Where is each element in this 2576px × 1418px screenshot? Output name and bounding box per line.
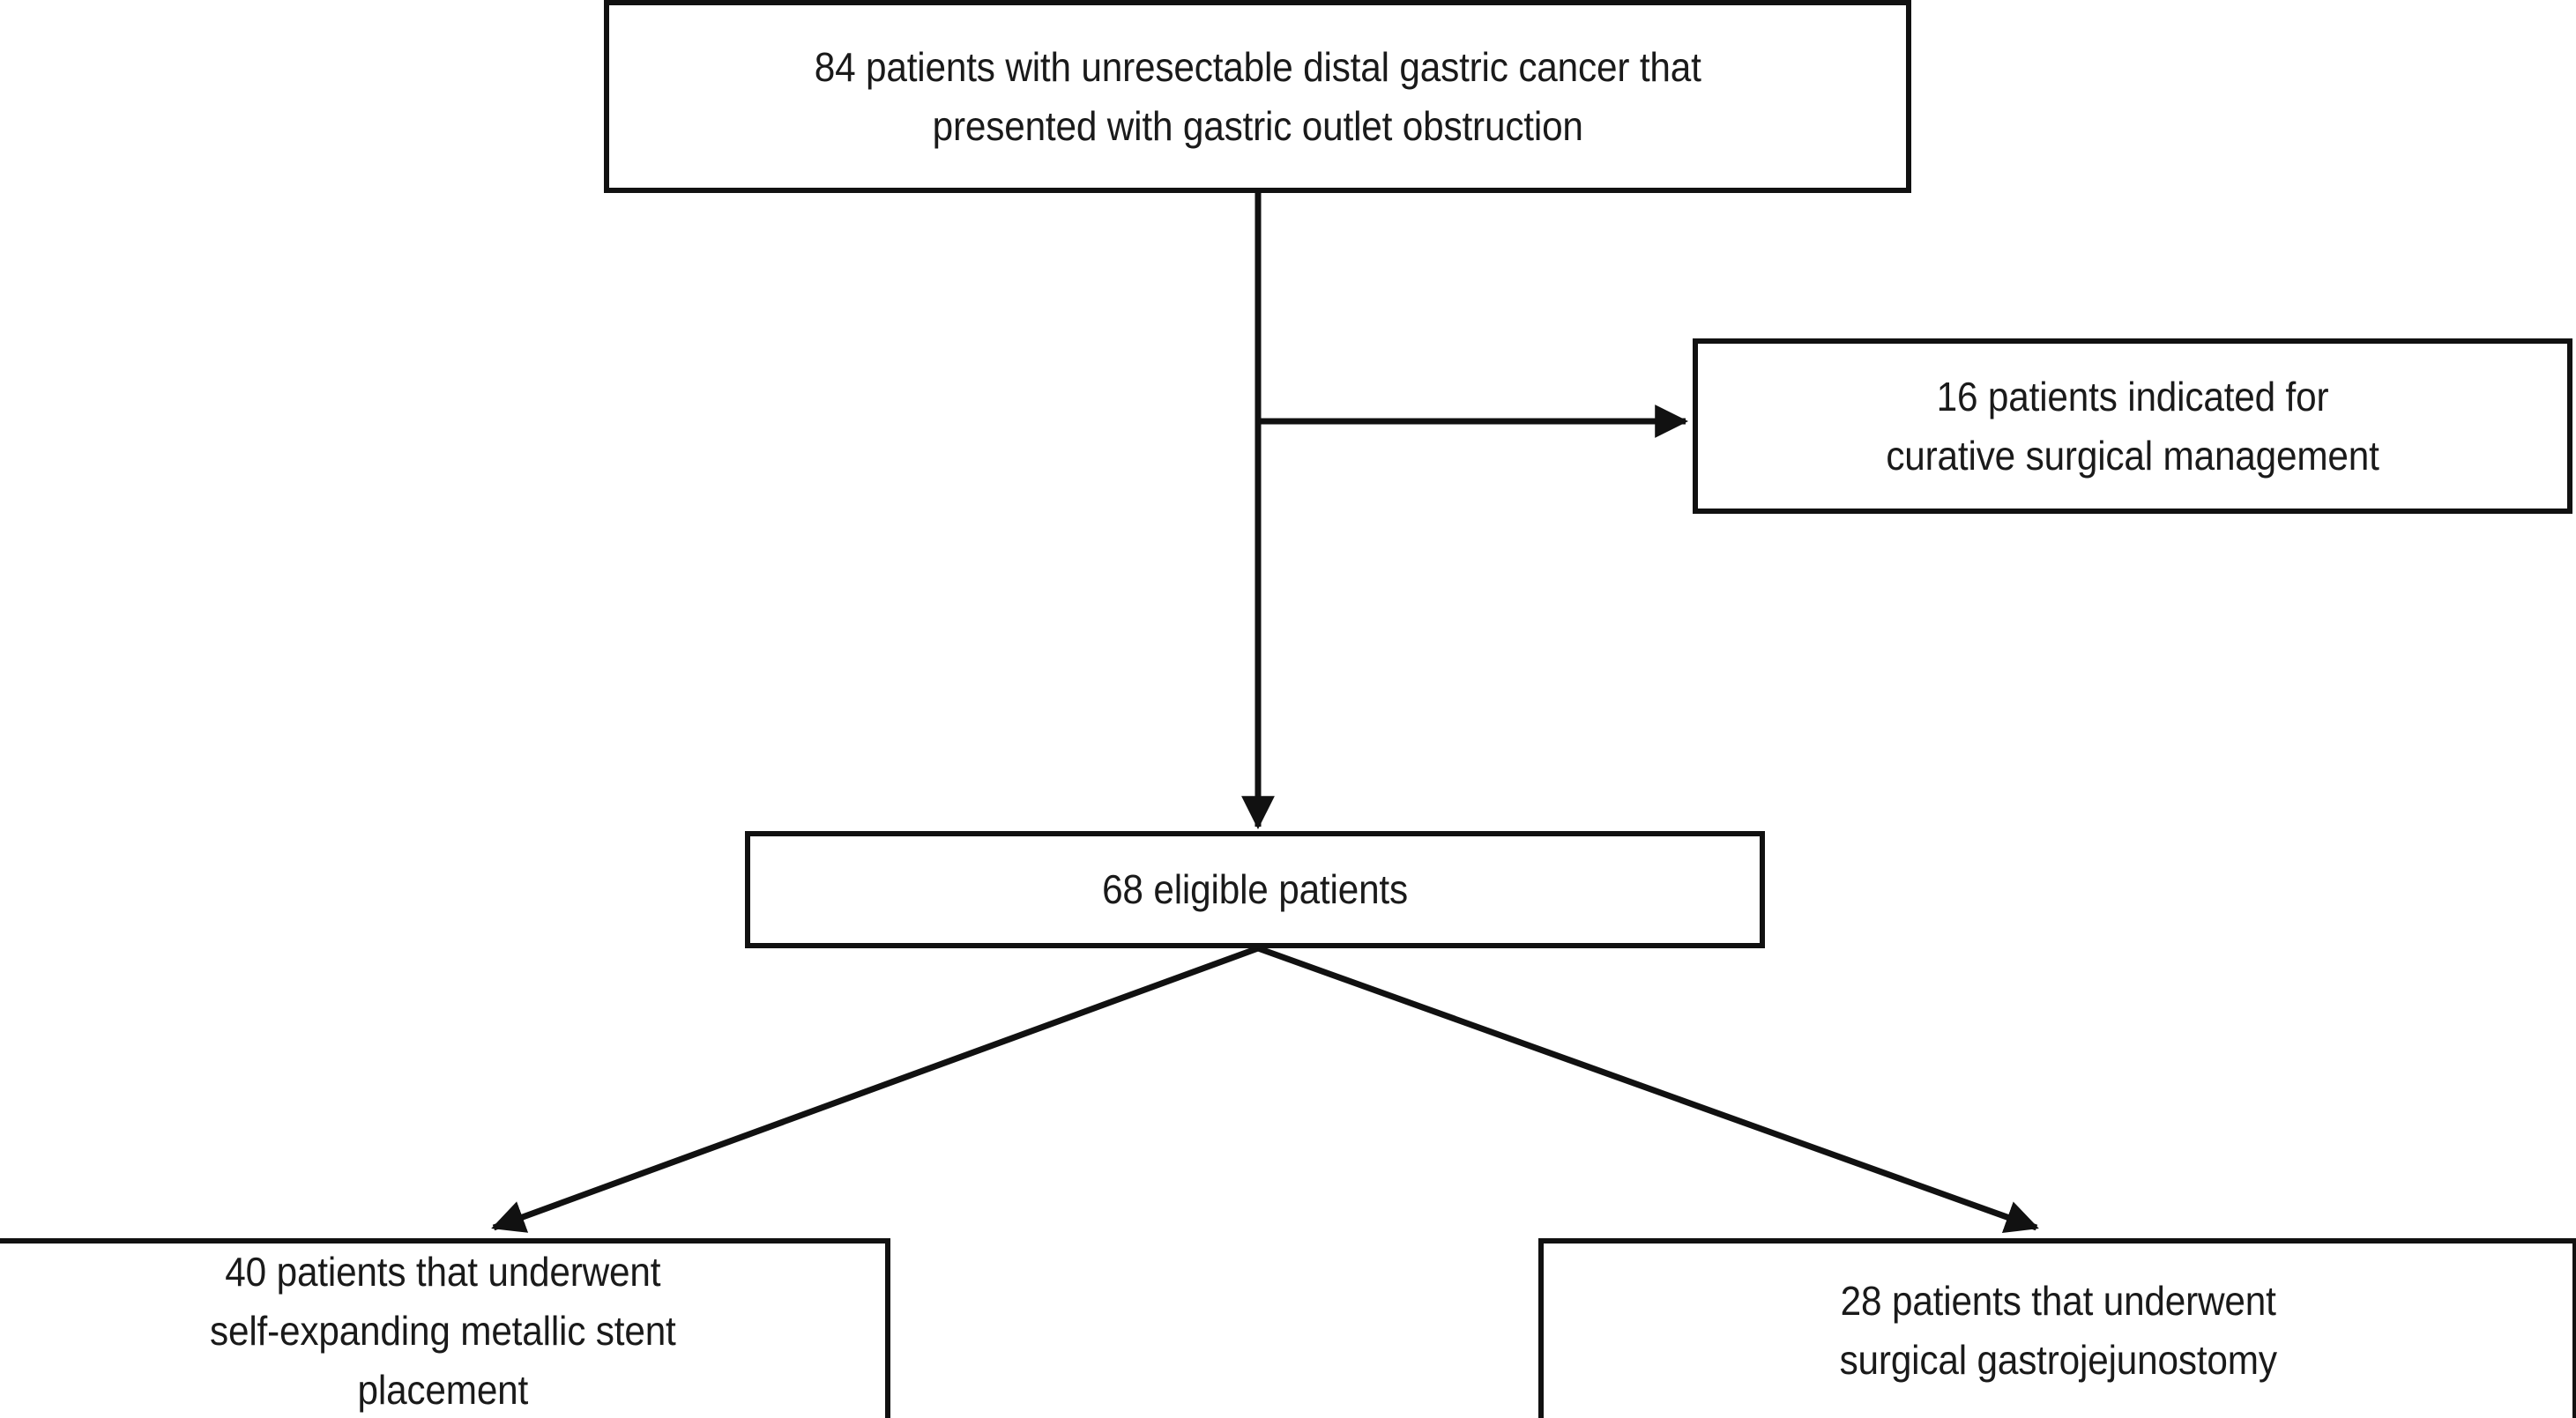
node-total-patients: 84 patients with unresectable distal gas… xyxy=(604,0,1911,193)
edge-eligible-to-stent xyxy=(491,945,1260,1233)
node-stent-placement: 40 patients that underwent self-expandin… xyxy=(0,1238,890,1418)
node-curative-surgical: 16 patients indicated for curative surgi… xyxy=(1693,338,2572,514)
node-stent-placement-label: 40 patients that underwent self-expandin… xyxy=(209,1248,676,1413)
node-surgical-gastrojejunostomy-label: 28 patients that underwent surgical gast… xyxy=(1839,1278,2277,1383)
node-surgical-gastrojejunostomy: 28 patients that underwent surgical gast… xyxy=(1538,1238,2576,1418)
node-eligible-patients: 68 eligible patients xyxy=(745,831,1765,948)
node-total-patients-label: 84 patients with unresectable distal gas… xyxy=(814,43,1701,149)
node-eligible-patients-label: 68 eligible patients xyxy=(1102,866,1408,912)
edge-eligible-to-gastrojejunostomy xyxy=(1256,945,2039,1234)
node-curative-surgical-label: 16 patients indicated for curative surgi… xyxy=(1886,373,2379,479)
